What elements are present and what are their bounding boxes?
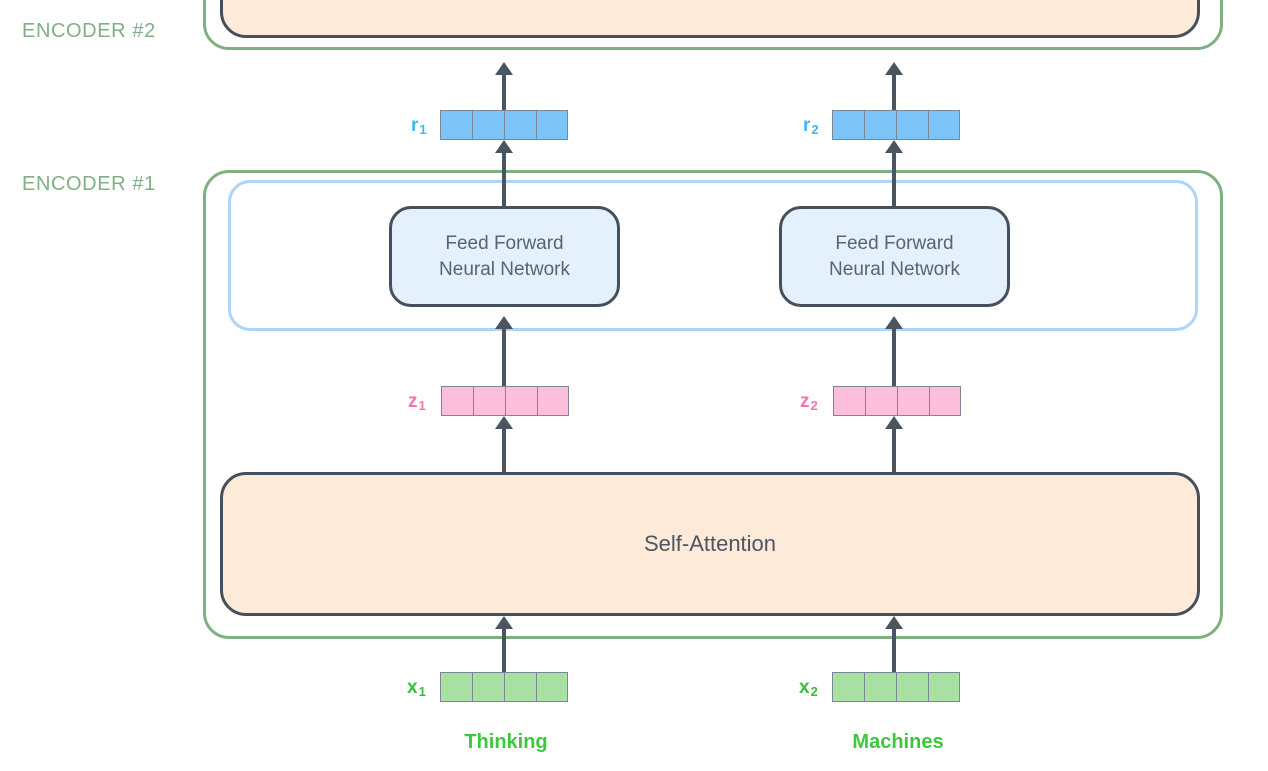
vector-label-z1: z1 (408, 391, 426, 413)
vector-label-r1-letter: r (411, 115, 419, 136)
arrow-r1-to-encoder-2 (495, 62, 513, 110)
vector-cell (864, 110, 896, 140)
vector-label-z1-subscript: 1 (418, 398, 426, 413)
vector-label-z2: z2 (800, 391, 818, 413)
arrow-x2-to-self-attention (885, 616, 903, 672)
vector-cell (928, 110, 960, 140)
encoder-output-vector-r2 (832, 110, 960, 140)
arrow-head-icon (885, 140, 903, 153)
encoder-2-label: ENCODER #2 (22, 20, 156, 42)
encoder-2-self-attention-block (220, 0, 1200, 38)
vector-cell (504, 672, 536, 702)
vector-cell (928, 672, 960, 702)
vector-cell (897, 386, 929, 416)
vector-cell (832, 672, 864, 702)
arrow-z1-to-ffnn1 (495, 316, 513, 386)
input-embedding-vector-x1 (440, 672, 568, 702)
arrow-shaft (502, 429, 506, 472)
vector-label-r1-subscript: 1 (419, 122, 427, 137)
encoder-2-frame (203, 0, 1223, 50)
input-word-thinking: Thinking (464, 731, 548, 753)
vector-cell (472, 672, 504, 702)
arrow-shaft (892, 629, 896, 672)
arrow-ffnn2-to-r2 (885, 140, 903, 206)
vector-cell (441, 386, 473, 416)
vector-label-x2-letter: x (799, 677, 810, 698)
arrow-shaft (502, 153, 506, 206)
feed-forward-layer-container (228, 180, 1198, 331)
vector-label-z2-letter: z (800, 391, 810, 412)
arrow-shaft (502, 329, 506, 386)
arrow-self-attention-to-z1 (495, 416, 513, 472)
feed-forward-network-1: Feed Forward Neural Network (389, 206, 620, 307)
arrow-head-icon (885, 616, 903, 629)
vector-label-x1: x1 (407, 677, 426, 699)
input-word-machines: Machines (852, 731, 944, 753)
vector-cell (537, 386, 569, 416)
arrow-head-icon (495, 140, 513, 153)
feed-forward-network-2: Feed Forward Neural Network (779, 206, 1010, 307)
encoder-1-label: ENCODER #1 (22, 173, 156, 195)
input-embedding-vector-x2 (832, 672, 960, 702)
feed-forward-network-2-line1: Feed Forward (835, 233, 954, 255)
vector-cell (896, 672, 928, 702)
arrow-x1-to-self-attention (495, 616, 513, 672)
vector-cell (832, 110, 864, 140)
vector-label-r2-subscript: 2 (811, 122, 819, 137)
attention-output-vector-z2 (833, 386, 961, 416)
vector-cell (929, 386, 961, 416)
vector-cell (536, 110, 568, 140)
encoder-1-self-attention-block: Self-Attention (220, 472, 1200, 616)
vector-label-r1: r1 (411, 115, 427, 137)
vector-label-z2-subscript: 2 (810, 398, 818, 413)
vector-label-r2: r2 (803, 115, 819, 137)
self-attention-label: Self-Attention (643, 531, 777, 556)
vector-label-z1-letter: z (408, 391, 418, 412)
arrow-head-icon (885, 62, 903, 75)
arrow-shaft (892, 329, 896, 386)
arrow-shaft (892, 429, 896, 472)
feed-forward-network-2-line2: Neural Network (829, 258, 960, 280)
vector-cell (440, 672, 472, 702)
arrow-shaft (502, 629, 506, 672)
vector-cell (504, 110, 536, 140)
vector-cell (505, 386, 537, 416)
vector-cell (833, 386, 865, 416)
arrow-r2-to-encoder-2 (885, 62, 903, 110)
vector-cell (536, 672, 568, 702)
arrow-head-icon (495, 62, 513, 75)
vector-label-x1-subscript: 1 (418, 684, 426, 699)
arrow-head-icon (495, 316, 513, 329)
vector-cell (473, 386, 505, 416)
vector-cell (865, 386, 897, 416)
vector-label-r2-letter: r (803, 115, 811, 136)
arrow-head-icon (495, 416, 513, 429)
vector-cell (896, 110, 928, 140)
arrow-shaft (502, 75, 506, 110)
arrow-head-icon (885, 316, 903, 329)
arrow-head-icon (495, 616, 513, 629)
arrow-self-attention-to-z2 (885, 416, 903, 472)
feed-forward-network-1-line1: Feed Forward (445, 233, 564, 255)
arrow-shaft (892, 153, 896, 206)
vector-cell (864, 672, 896, 702)
attention-output-vector-z1 (441, 386, 569, 416)
arrow-head-icon (885, 416, 903, 429)
vector-label-x2-subscript: 2 (810, 684, 818, 699)
vector-cell (440, 110, 472, 140)
feed-forward-network-1-line2: Neural Network (439, 258, 570, 280)
vector-label-x1-letter: x (407, 677, 418, 698)
encoder-1-frame (203, 170, 1223, 639)
vector-label-x2: x2 (799, 677, 818, 699)
arrow-z2-to-ffnn2 (885, 316, 903, 386)
arrow-shaft (892, 75, 896, 110)
encoder-output-vector-r1 (440, 110, 568, 140)
vector-cell (472, 110, 504, 140)
arrow-ffnn1-to-r1 (495, 140, 513, 206)
